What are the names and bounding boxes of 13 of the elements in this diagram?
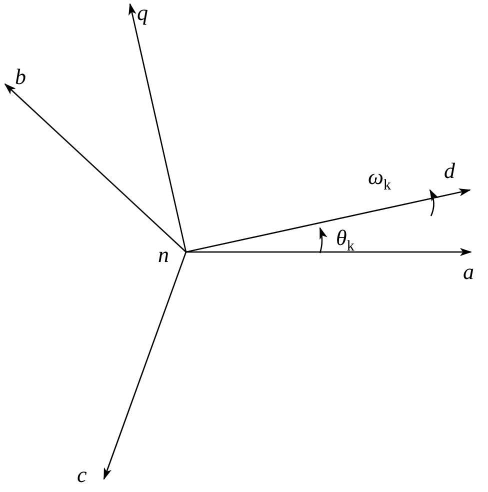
axis-arrow [186, 188, 471, 253]
axis-label: a [463, 261, 474, 283]
angle-label: θ$_{k}$ [336, 227, 354, 256]
axis-arrow [103, 252, 187, 480]
axis-label: q [137, 2, 148, 24]
axis-label: b [15, 66, 26, 88]
angular-speed-label: ω$_{k}$ [368, 166, 392, 196]
axis-arrow [186, 248, 472, 256]
origin-label: n [158, 244, 169, 266]
axis-label: c [77, 464, 87, 486]
axis-label: d [444, 160, 455, 182]
axis-arrow [128, 3, 187, 252]
axis-arrow [4, 83, 186, 252]
